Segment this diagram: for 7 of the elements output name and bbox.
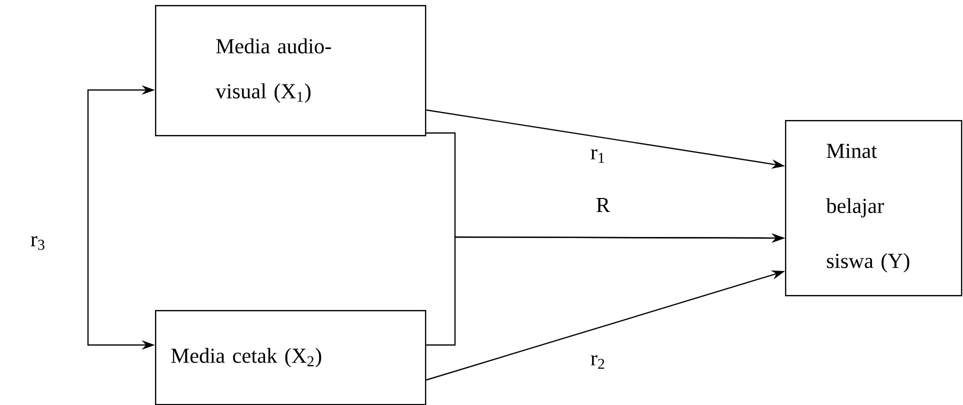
process-box: Media cetak (X$_{2}$) <box>155 310 426 405</box>
edge-label: R <box>594 196 612 214</box>
process-box: Media audio-visual (X$_{1}$) <box>155 5 426 136</box>
edge-label: r$_{2}$ <box>589 354 607 370</box>
edge-label: r$_{1}$ <box>589 148 607 164</box>
edge-label: r$_{3}$ <box>29 234 47 252</box>
process-box: Minat belajar siswa (Y) <box>785 120 962 296</box>
